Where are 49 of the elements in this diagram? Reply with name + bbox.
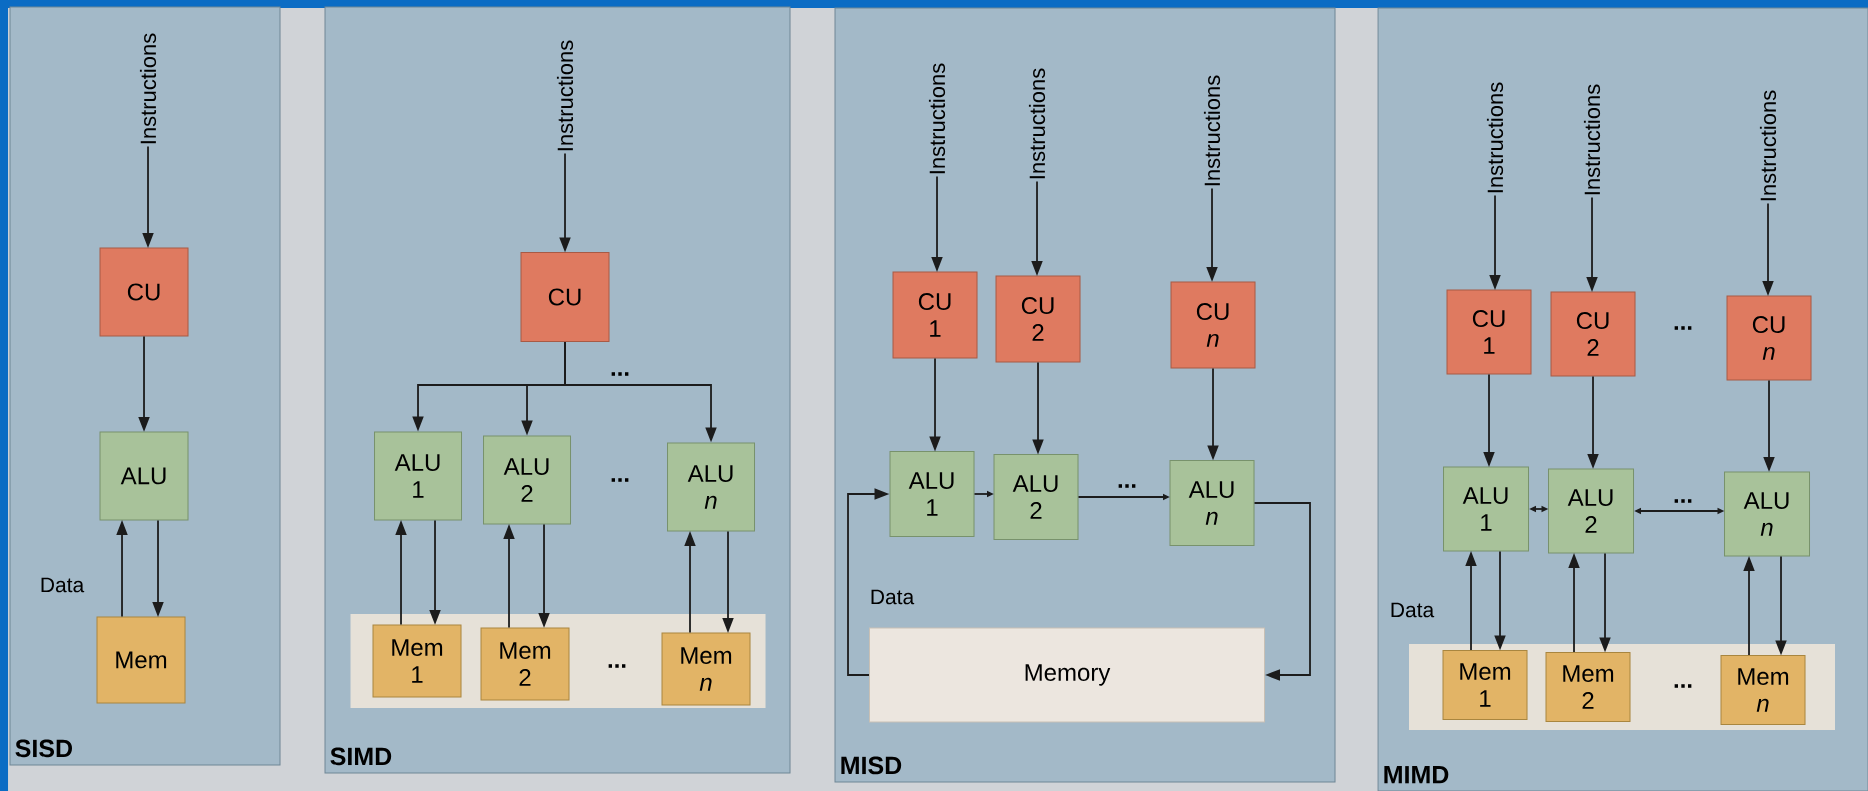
arrow xyxy=(1253,502,1311,681)
ellipsis: ... xyxy=(611,478,629,482)
input-label: Instructions xyxy=(928,63,946,174)
memory-box: Mem 2 xyxy=(1545,652,1631,722)
process-box: CU xyxy=(520,252,610,342)
ellipsis: ... xyxy=(611,372,629,376)
panel-title: MIMD xyxy=(1384,766,1449,784)
process-box: ALU 2 xyxy=(1548,468,1634,554)
memory-box: Mem n xyxy=(661,632,751,706)
process-box: ALU 1 xyxy=(1443,466,1529,552)
input-label: Instructions xyxy=(556,40,574,151)
process-box: CU n xyxy=(1170,281,1256,369)
process-box: ALU n xyxy=(1724,471,1810,557)
process-box: ALU n xyxy=(1169,460,1255,546)
ellipsis: ... xyxy=(1118,484,1136,488)
panel-title: SISD xyxy=(15,739,72,758)
data-label: Data xyxy=(871,589,915,605)
process-box: ALU 1 xyxy=(889,451,975,537)
ellipsis: ... xyxy=(1674,326,1692,330)
input-label: Instructions xyxy=(1583,84,1601,195)
ellipsis: ... xyxy=(1674,499,1692,503)
data-label: Data xyxy=(41,577,85,593)
memory-box: Mem 1 xyxy=(372,624,462,698)
data-label: Data xyxy=(1391,602,1435,618)
ellipsis: ... xyxy=(1674,684,1692,688)
memory-box: Mem 1 xyxy=(1442,650,1528,720)
input-label: Instructions xyxy=(1203,75,1221,186)
process-box: CU 1 xyxy=(1446,289,1532,375)
process-box: CU n xyxy=(1726,295,1812,381)
input-label: Instructions xyxy=(1028,68,1046,179)
memory-box: Memory xyxy=(869,627,1265,723)
process-box: ALU 2 xyxy=(483,435,571,525)
input-label: Instructions xyxy=(1759,90,1777,201)
process-box: CU 2 xyxy=(1550,291,1636,377)
memory-box: Mem 2 xyxy=(480,627,570,701)
panel-title: SIMD xyxy=(330,747,392,766)
ellipsis: ... xyxy=(608,664,626,668)
process-box: ALU xyxy=(99,431,189,521)
memory-box: Mem xyxy=(96,616,186,704)
process-box: CU 2 xyxy=(995,275,1081,363)
process-box: CU xyxy=(99,247,189,337)
process-box: ALU 1 xyxy=(374,431,462,521)
process-box: CU 1 xyxy=(892,271,978,359)
input-label: Instructions xyxy=(1486,82,1504,193)
process-box: ALU 2 xyxy=(993,454,1079,540)
memory-box: Mem n xyxy=(1720,655,1806,725)
panel-title: MISD xyxy=(841,756,902,775)
process-box: ALU n xyxy=(667,442,755,532)
input-label: Instructions xyxy=(139,33,157,144)
